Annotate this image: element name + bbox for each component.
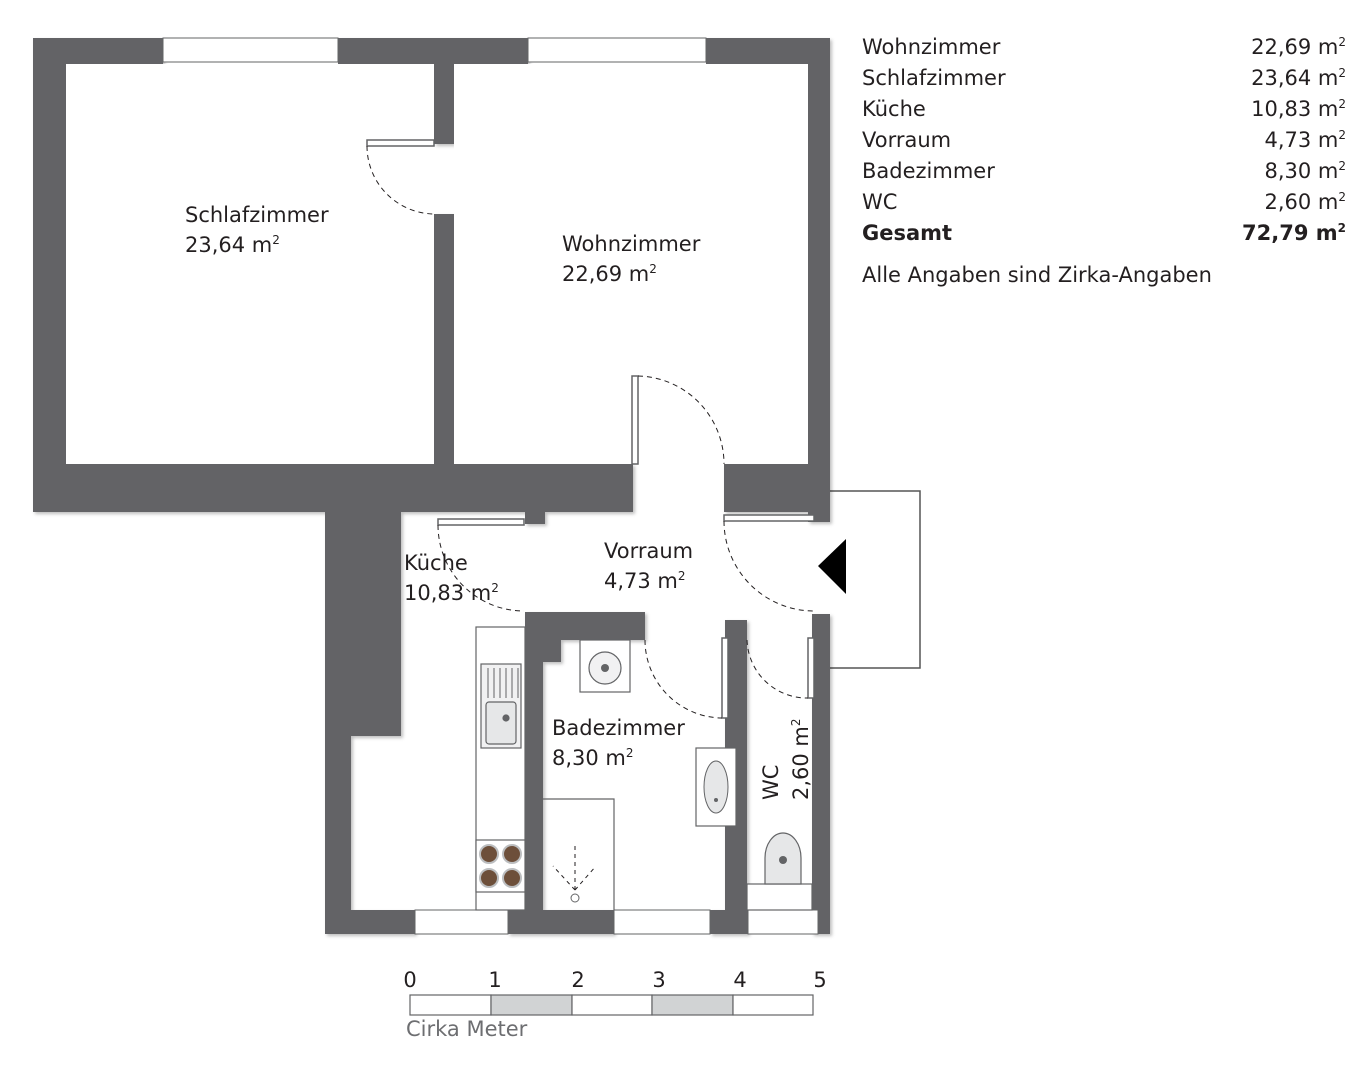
room-area: 23,64 m2: [1251, 66, 1346, 90]
room-name: Wohnzimmer: [562, 232, 701, 256]
area-table: Wohnzimmer 22,69 m2 Schlafzimmer 23,64 m…: [862, 34, 1346, 287]
scale-tick-label: 0: [403, 968, 417, 992]
total-label: Gesamt: [862, 221, 953, 245]
kitchen-sink-drainer: [487, 668, 519, 698]
room-area: 4,73 m2: [1264, 128, 1346, 152]
area-total-row: Gesamt 72,79 m2: [862, 220, 1346, 251]
room-area: 22,69 m2: [1251, 35, 1346, 59]
room-name: Badezimmer: [552, 716, 685, 740]
scale-tick-label: 4: [733, 968, 747, 992]
room-area: 8,30 m2: [552, 746, 634, 770]
scale-bar: [409, 994, 814, 1016]
label-badezimmer: Badezimmer 8,30 m2: [552, 713, 685, 773]
room-area: 2,60 m2: [1264, 190, 1346, 214]
scale-caption: Cirka Meter: [406, 1017, 528, 1041]
area-row: Schlafzimmer 23,64 m2: [862, 65, 1346, 96]
windows: [162, 37, 819, 935]
room-name: WC: [759, 764, 783, 800]
area-row: Küche 10,83 m2: [862, 96, 1346, 127]
entrance-arrow-icon: [818, 539, 846, 594]
door-leaf-bad: [721, 637, 729, 719]
room-name: Wohnzimmer: [862, 35, 1001, 59]
room-area: 10,83 m2: [1251, 97, 1346, 121]
area-row: Badezimmer 8,30 m2: [862, 158, 1346, 189]
room-area: 22,69 m2: [562, 262, 657, 286]
scale-tick-label: 1: [488, 968, 502, 992]
room-floors: [66, 64, 808, 464]
room-area: 8,30 m2: [1264, 159, 1346, 183]
door-leaf-schlafzimmer: [366, 139, 435, 147]
scale-tick-label: 5: [813, 968, 827, 992]
door-leaf-wc: [807, 637, 815, 699]
stove-icon: [475, 839, 526, 893]
room-name: Schlafzimmer: [862, 66, 1006, 90]
total-area: 72,79 m2: [1242, 221, 1346, 245]
entrance-outline: [830, 490, 921, 669]
washing-machine-icon: [579, 639, 631, 693]
room-area: 4,73 m2: [604, 569, 686, 593]
room-name: Küche: [404, 551, 468, 575]
door-leaf-wohnzimmer: [631, 375, 639, 465]
room-name: WC: [862, 190, 898, 214]
room-name: Badezimmer: [862, 159, 995, 183]
room-area: 23,64 m2: [185, 233, 280, 257]
label-wc: WC 2,60 m2: [756, 718, 816, 800]
label-kueche: Küche 10,83 m2: [404, 548, 499, 608]
shower-icon: [543, 798, 615, 910]
disclaimer-note: Alle Angaben sind Zirka-Angaben: [862, 263, 1212, 287]
room-name: Vorraum: [604, 539, 694, 563]
room-area: 2,60 m2: [789, 718, 813, 800]
label-vorraum: Vorraum 4,73 m2: [604, 536, 693, 596]
door-leaf-kueche: [437, 518, 525, 526]
doors: [366, 139, 815, 719]
scale-tick-label: 2: [571, 968, 585, 992]
scale-tick-label: 3: [652, 968, 666, 992]
area-row: Vorraum 4,73 m2: [862, 127, 1346, 158]
door-swings: [366, 145, 815, 719]
label-wohnzimmer: Wohnzimmer 22,69 m2: [562, 229, 700, 289]
toilet-icon: [746, 832, 813, 911]
label-schlafzimmer: Schlafzimmer 23,64 m2: [185, 200, 329, 260]
washbasin-icon: [695, 747, 737, 827]
room-name: Schlafzimmer: [185, 203, 329, 227]
walls: [33, 38, 830, 934]
door-leaf-entrance: [723, 514, 815, 522]
area-row: WC 2,60 m2: [862, 189, 1346, 220]
room-area: 10,83 m2: [404, 581, 499, 605]
area-row: Wohnzimmer 22,69 m2: [862, 34, 1346, 65]
room-name: Vorraum: [862, 128, 952, 152]
room-name: Küche: [862, 97, 926, 121]
